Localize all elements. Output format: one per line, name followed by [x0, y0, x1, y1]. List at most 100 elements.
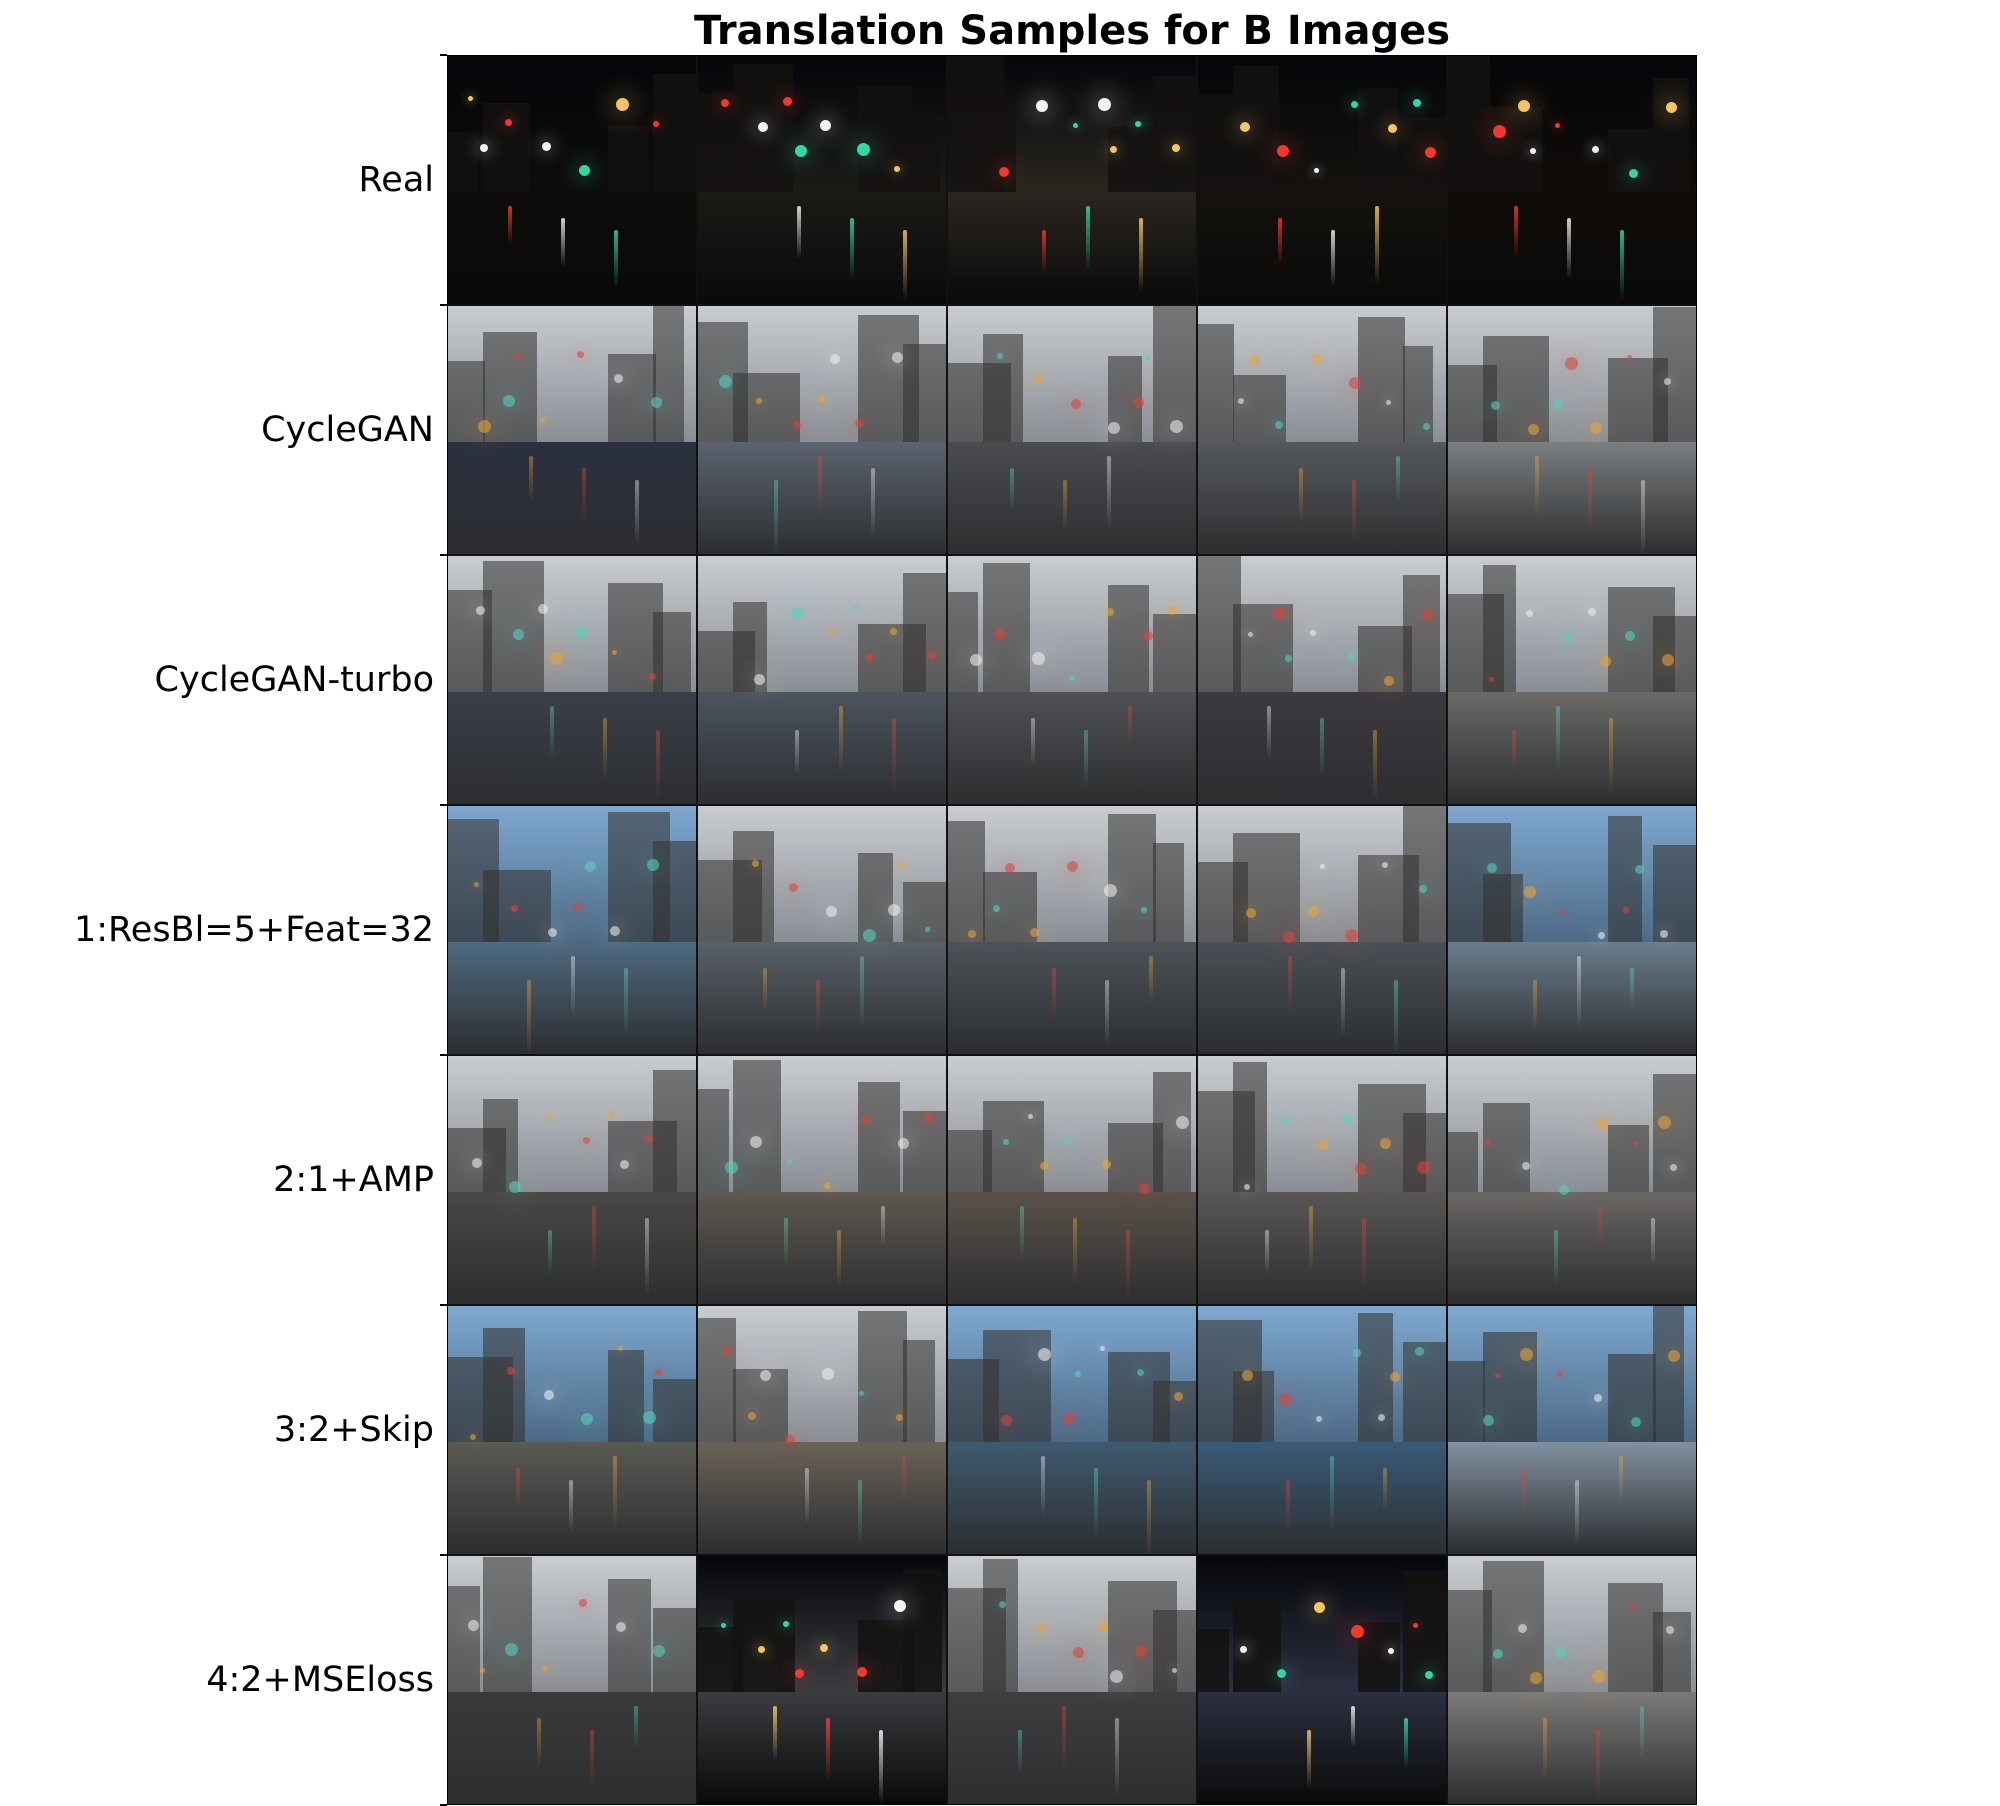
- scene-light: [1425, 147, 1436, 158]
- scene-building: [1358, 1622, 1400, 1693]
- scene-reflection: [582, 468, 586, 524]
- scene-light: [1388, 1648, 1394, 1654]
- scene-reflection: [614, 230, 618, 288]
- scene-light: [468, 1620, 479, 1631]
- scene-reflection: [1107, 456, 1111, 529]
- scene-light: [1483, 1415, 1494, 1426]
- row-label: 4:2+MSEloss: [206, 1660, 434, 1700]
- scene-light: [752, 860, 759, 867]
- scene-light: [1413, 99, 1421, 107]
- scene-reflection: [508, 206, 512, 246]
- scene-road: [448, 1692, 696, 1804]
- scene-reflection: [837, 1230, 841, 1289]
- scene-road: [698, 1442, 946, 1554]
- scene-light: [1378, 1414, 1385, 1421]
- scene-light: [995, 629, 1006, 640]
- scene-light: [1001, 1415, 1012, 1426]
- scene-reflection: [881, 1206, 885, 1247]
- scene-reflection: [1139, 218, 1143, 293]
- scene-light: [1588, 608, 1596, 616]
- scene-building: [608, 125, 649, 193]
- scene-reflection: [1620, 230, 1624, 300]
- scene-reflection: [592, 1206, 596, 1274]
- scene-light: [1413, 1623, 1418, 1628]
- scene-reflection: [569, 1480, 573, 1533]
- scene-light: [1555, 1647, 1566, 1658]
- sample-image: [447, 555, 697, 805]
- sample-image: [1197, 1305, 1447, 1555]
- scene-reflection: [773, 1706, 777, 1761]
- sample-image: [447, 805, 697, 1055]
- scene-reflection: [516, 1468, 520, 1512]
- scene-light: [1518, 100, 1530, 112]
- scene-light: [758, 1646, 765, 1653]
- scene-light: [472, 1158, 482, 1168]
- scene-light: [1629, 169, 1638, 178]
- scene-building: [733, 831, 774, 943]
- scene-reflection: [805, 1468, 809, 1525]
- scene-reflection: [1554, 1230, 1558, 1288]
- scene-light: [1040, 1162, 1048, 1170]
- scene-reflection: [1052, 968, 1056, 1024]
- scene-light: [620, 1160, 629, 1169]
- sample-image: [1447, 805, 1697, 1055]
- sample-image: [447, 305, 697, 555]
- scene-light: [1596, 1118, 1608, 1130]
- scene-reflection: [1619, 1456, 1623, 1503]
- scene-light: [616, 1622, 626, 1632]
- scene-light: [1240, 122, 1250, 132]
- scene-light: [476, 606, 485, 615]
- scene-light: [1176, 1116, 1189, 1129]
- scene-reflection: [1373, 730, 1377, 801]
- scene-light: [1563, 633, 1572, 642]
- scene-building: [608, 1121, 677, 1193]
- sample-image: [1197, 805, 1447, 1055]
- sample-image: [1197, 305, 1447, 555]
- scene-light: [1353, 1349, 1361, 1357]
- scene-light: [1104, 884, 1117, 897]
- scene-light: [1598, 932, 1605, 939]
- scene-light: [1273, 607, 1286, 620]
- scene-light: [608, 1112, 614, 1118]
- scene-light: [760, 1370, 771, 1381]
- scene-light: [820, 1644, 828, 1652]
- scene-light: [1355, 1163, 1367, 1175]
- scene-light: [787, 1159, 792, 1164]
- scene-building: [483, 1557, 532, 1693]
- scene-light: [1110, 146, 1117, 153]
- scene-reflection: [816, 980, 820, 1032]
- scene-building: [1608, 358, 1668, 443]
- scene-light: [1349, 377, 1361, 389]
- scene-reflection: [1535, 456, 1539, 515]
- scene-road: [698, 1192, 946, 1304]
- row-label: 1:ResBl=5+Feat=32: [73, 910, 434, 950]
- scene-reflection: [1265, 1230, 1269, 1275]
- scene-reflection: [1543, 1718, 1547, 1781]
- scene-light: [1246, 908, 1256, 918]
- scene-light: [1493, 1649, 1503, 1659]
- scene-building: [1358, 88, 1398, 193]
- scene-reflection: [1394, 980, 1398, 1054]
- scene-light: [509, 1181, 521, 1193]
- scene-building: [483, 103, 530, 193]
- scene-light: [1495, 1373, 1500, 1378]
- scene-light: [857, 143, 870, 156]
- scene-road: [1198, 192, 1446, 304]
- scene-light: [855, 419, 864, 428]
- scene-reflection: [871, 468, 875, 537]
- scene-reflection: [1288, 956, 1292, 1016]
- scene-light: [1314, 168, 1319, 173]
- sample-image: [697, 805, 947, 1055]
- scene-building: [1358, 317, 1405, 443]
- scene-building: [1653, 1306, 1684, 1443]
- scene-reflection: [903, 230, 907, 301]
- scene-light: [1308, 906, 1319, 917]
- scene-reflection: [1018, 1730, 1022, 1776]
- scene-light: [511, 905, 518, 912]
- scene-reflection: [1299, 468, 1303, 523]
- scene-building: [653, 74, 696, 193]
- scene-building: [608, 812, 670, 943]
- scene-light: [1351, 1625, 1364, 1638]
- scene-light: [1417, 1161, 1430, 1174]
